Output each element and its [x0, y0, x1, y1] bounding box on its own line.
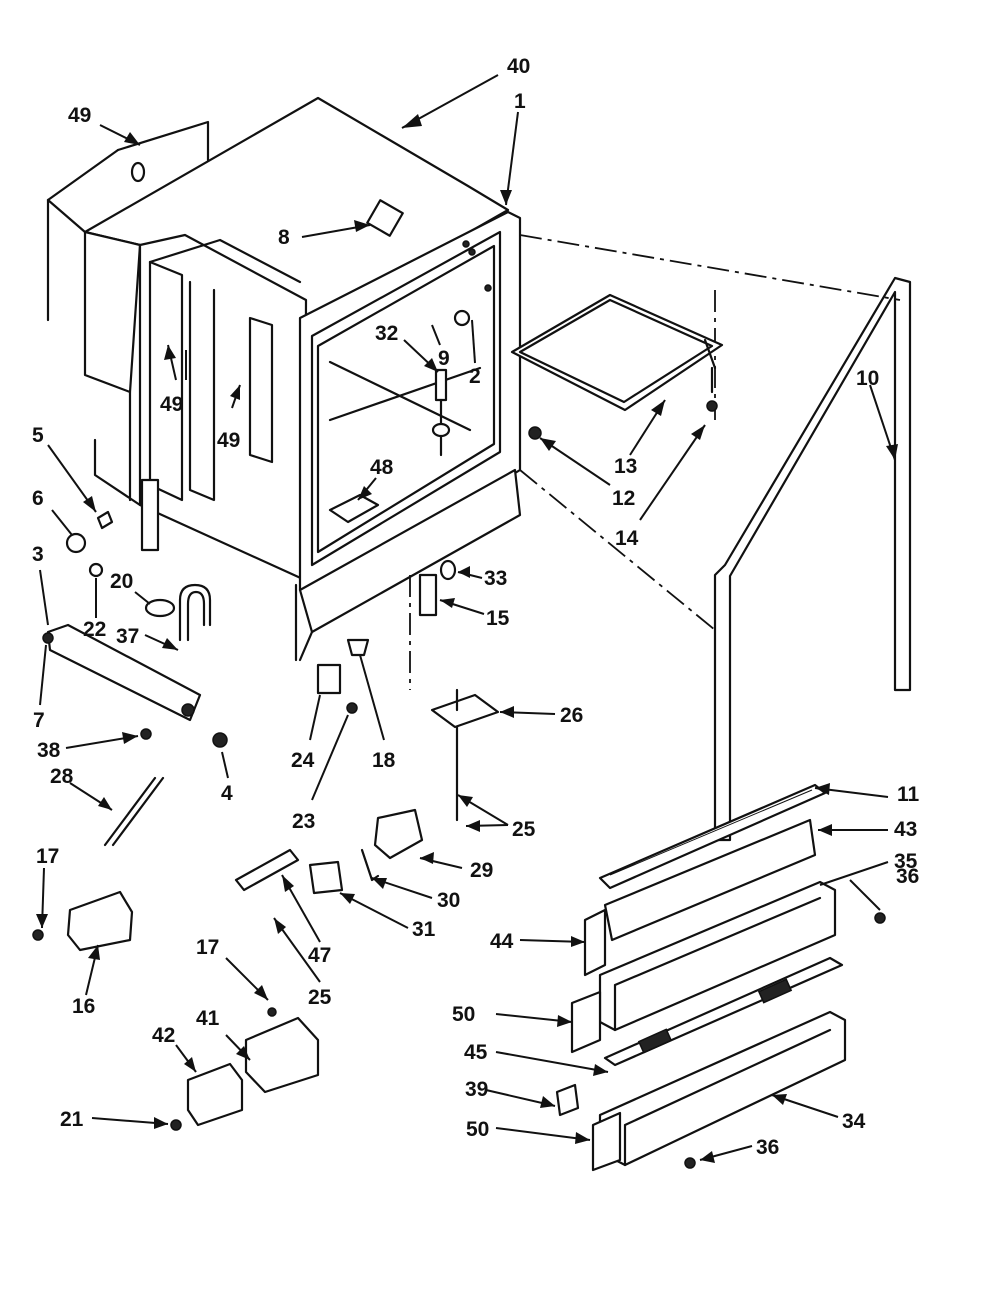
rack-and-rails: [510, 276, 912, 842]
callout-44: 44: [490, 930, 514, 953]
callout-43: 43: [894, 818, 917, 841]
callout-31: 31: [412, 918, 436, 941]
callout-50: 50: [452, 1003, 475, 1026]
callout-49: 49: [160, 393, 183, 416]
callout-26: 26: [560, 704, 583, 727]
callout-11: 11: [897, 783, 920, 806]
callout-15: 15: [486, 607, 510, 630]
callout-50: 50: [466, 1118, 489, 1141]
callout-4: 4: [221, 782, 233, 805]
callout-32: 32: [375, 322, 398, 345]
callout-42: 42: [152, 1024, 175, 1047]
front-panel-assembly: [555, 783, 847, 1172]
callout-21: 21: [60, 1108, 84, 1131]
callout-16: 16: [72, 995, 95, 1018]
callout-38: 38: [37, 739, 61, 762]
callout-34: 34: [842, 1110, 866, 1133]
callout-41: 41: [196, 1007, 220, 1030]
callout-25: 25: [512, 818, 536, 841]
callout-40: 40: [507, 55, 530, 78]
callout-6: 6: [32, 487, 44, 510]
callout-17: 17: [36, 845, 59, 868]
callout-33: 33: [484, 567, 507, 590]
small-parts: [32, 426, 886, 1169]
callout-13: 13: [614, 455, 637, 478]
callout-30: 30: [437, 889, 460, 912]
callout-28: 28: [50, 765, 74, 788]
callout-49: 49: [217, 429, 240, 452]
callout-47: 47: [308, 944, 331, 967]
callout-29: 29: [470, 859, 493, 882]
callout-18: 18: [372, 749, 396, 772]
callout-1: 1: [514, 90, 526, 113]
callout-37: 37: [116, 625, 139, 648]
callout-20: 20: [110, 570, 133, 593]
assembly-lines: [409, 234, 901, 690]
callout-7: 7: [33, 709, 45, 732]
callout-48: 48: [370, 456, 394, 479]
callout-5: 5: [32, 424, 44, 447]
callout-23: 23: [292, 810, 315, 833]
callout-2: 2: [469, 365, 481, 388]
callout-25: 25: [308, 986, 332, 1009]
callout-24: 24: [291, 749, 315, 772]
callout-39: 39: [465, 1078, 488, 1101]
callout-9: 9: [438, 347, 450, 370]
leader-lines: [36, 74, 898, 1163]
callout-17: 17: [196, 936, 219, 959]
callout-49: 49: [68, 104, 91, 127]
callout-36: 36: [896, 865, 919, 888]
callout-45: 45: [464, 1041, 488, 1064]
tub-assembly: [42, 96, 522, 722]
callout-8: 8: [278, 226, 290, 249]
callouts: 40 1 49 8 32 9 2 10 49 49 5 6 48 13 12 1…: [32, 55, 920, 1159]
callout-10: 10: [856, 367, 879, 390]
callout-14: 14: [615, 527, 639, 550]
callout-3: 3: [32, 543, 44, 566]
callout-12: 12: [612, 487, 635, 510]
callout-22: 22: [83, 618, 106, 641]
callout-36: 36: [756, 1136, 779, 1159]
callout-35: 35: [894, 850, 918, 873]
